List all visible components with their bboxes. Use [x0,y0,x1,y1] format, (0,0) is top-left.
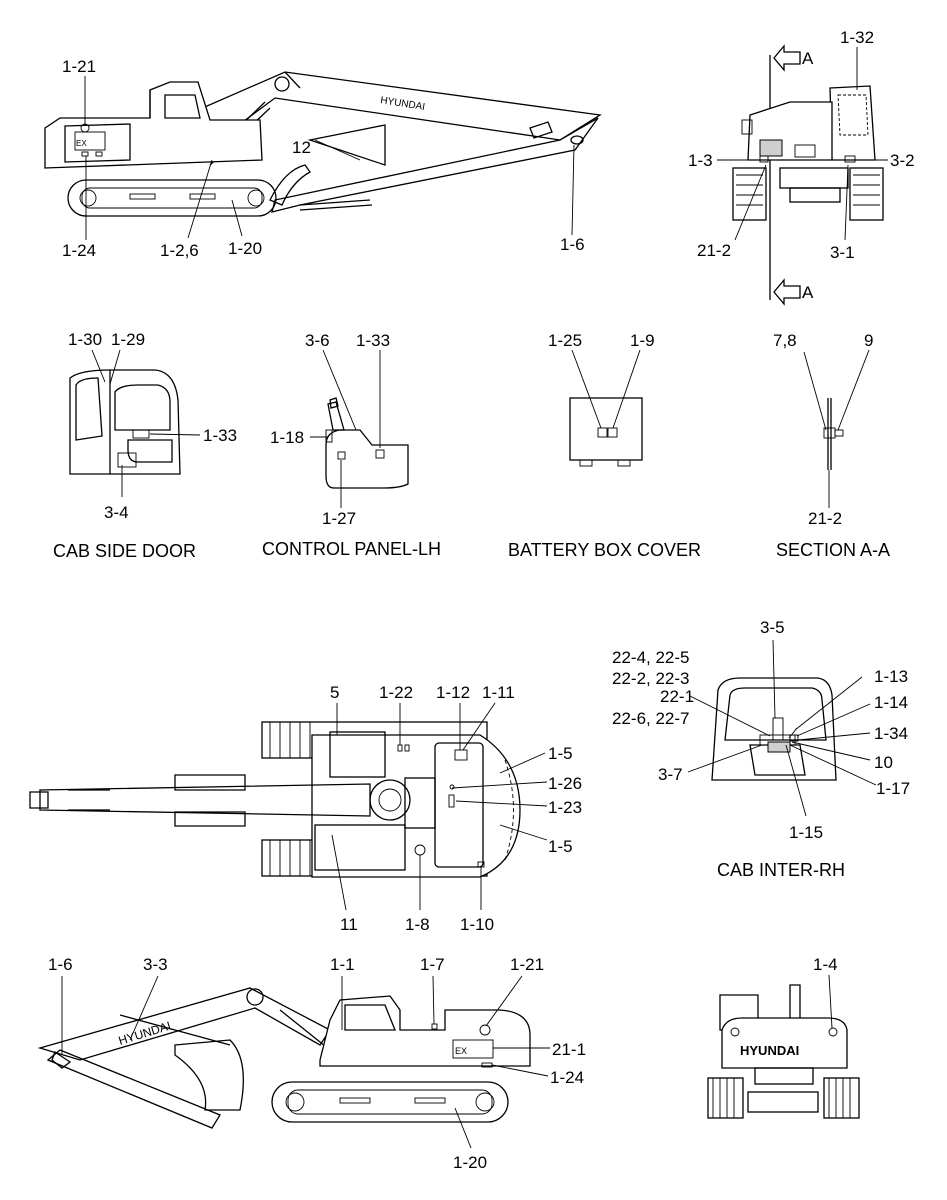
callout-1-5-b: 1-5 [548,837,573,856]
callout-1-17: 1-17 [876,779,910,798]
callout-1-20: 1-20 [228,239,262,258]
callout-3-4: 3-4 [104,503,129,522]
callout-1-21-right: 1-21 [510,955,544,974]
callout-1-7: 1-7 [420,955,445,974]
callout-1-13: 1-13 [874,667,908,686]
caption-cab-side-door: CAB SIDE DOOR [53,541,196,561]
callout-21-2-section: 21-2 [808,509,842,528]
callout-21-1: 21-1 [552,1040,586,1059]
excavator-rear-view: HYUNDAI 1-4 [707,955,860,1119]
cab-interior-rh: 3-5 22-4, 22-5 22-2, 22-3 22-1 22-6, 22-… [612,618,910,880]
cab-side-door: 1-30 1-29 1-33 3-4 CAB SIDE DOOR [53,330,237,561]
callout-22-6-22-7: 22-6, 22-7 [612,709,690,728]
rear-brand-text: HYUNDAI [740,1043,799,1058]
battery-box-cover: 1-25 1-9 BATTERY BOX COVER [508,331,701,560]
callout-3-3: 3-3 [143,955,168,974]
callout-1-18: 1-18 [270,428,304,447]
callout-3-6: 3-6 [305,331,330,350]
callout-21-2: 21-2 [697,241,731,260]
callout-1-15: 1-15 [789,823,823,842]
callout-22-4-22-5: 22-4, 22-5 [612,648,690,667]
caption-battery-box: BATTERY BOX COVER [508,540,701,560]
callout-1-4: 1-4 [813,955,838,974]
boom-brand-text: HYUNDAI [380,95,426,113]
callout-1-12: 1-12 [436,683,470,702]
caption-cab-inter: CAB INTER-RH [717,860,845,880]
caption-control-panel: CONTROL PANEL-LH [262,539,441,559]
svg-text:EX: EX [76,139,87,148]
callout-3-7: 3-7 [658,765,683,784]
excavator-side-view-right: HYUNDAI EX 1-6 3-3 1-1 [37,955,586,1172]
callout-1-10: 1-10 [460,915,494,934]
callout-7-8: 7,8 [773,331,797,350]
section-arrow-a-top: A [802,49,814,68]
callout-1-5-a: 1-5 [548,744,573,763]
callout-1-14: 1-14 [874,693,908,712]
callout-10: 10 [874,753,893,772]
callout-22-2-22-3: 22-2, 22-3 [612,669,690,688]
callout-1-34: 1-34 [874,724,908,743]
callout-1-26: 1-26 [548,774,582,793]
callout-1-24: 1-24 [62,241,96,260]
callout-1-30: 1-30 [68,330,102,349]
callout-11: 11 [340,915,358,934]
callout-1-24-right: 1-24 [550,1068,584,1087]
callout-1-20-right: 1-20 [453,1153,487,1172]
callout-9: 9 [864,331,873,350]
callout-5: 5 [330,683,339,702]
callout-1-11: 1-11 [482,683,515,702]
callout-1-32: 1-32 [840,28,874,47]
caption-section-aa: SECTION A-A [776,540,890,560]
callout-22-1: 22-1 [660,687,694,706]
control-panel-lh: 3-6 1-33 1-18 1-27 CONTROL PANEL-LH [262,331,441,559]
callout-1-2-6: 1-2,6 [160,241,199,260]
callout-1-21: 1-21 [62,57,96,76]
excavator-front-view: A A 1-32 1-3 3-2 21-2 3-1 [688,28,915,306]
callout-1-25: 1-25 [548,331,582,350]
callout-1-33-panel: 1-33 [356,331,390,350]
callout-1-6-right: 1-6 [48,955,73,974]
svg-text:EX: EX [455,1046,467,1056]
callout-12: 12 [292,138,311,157]
section-arrow-a-bottom: A [802,283,814,302]
callout-3-2: 3-2 [890,151,915,170]
callout-1-8: 1-8 [405,915,430,934]
callout-1-22: 1-22 [379,683,413,702]
excavator-side-view-left: HYUNDAI EX [44,57,602,260]
callout-1-23: 1-23 [548,798,582,817]
callout-1-9: 1-9 [630,331,655,350]
callout-3-5: 3-5 [760,618,785,637]
callout-1-6: 1-6 [560,235,585,254]
section-a-a: 7,8 9 21-2 SECTION A-A [773,331,890,560]
callout-1-3: 1-3 [688,151,713,170]
callout-3-1: 3-1 [830,243,855,262]
callout-1-29: 1-29 [111,330,145,349]
callout-1-27: 1-27 [322,509,356,528]
excavator-top-view: 5 1-22 1-12 1-11 1-5 1-26 1-23 1-5 11 1-… [29,683,582,934]
callout-1-33: 1-33 [203,426,237,445]
callout-1-1: 1-1 [330,955,355,974]
